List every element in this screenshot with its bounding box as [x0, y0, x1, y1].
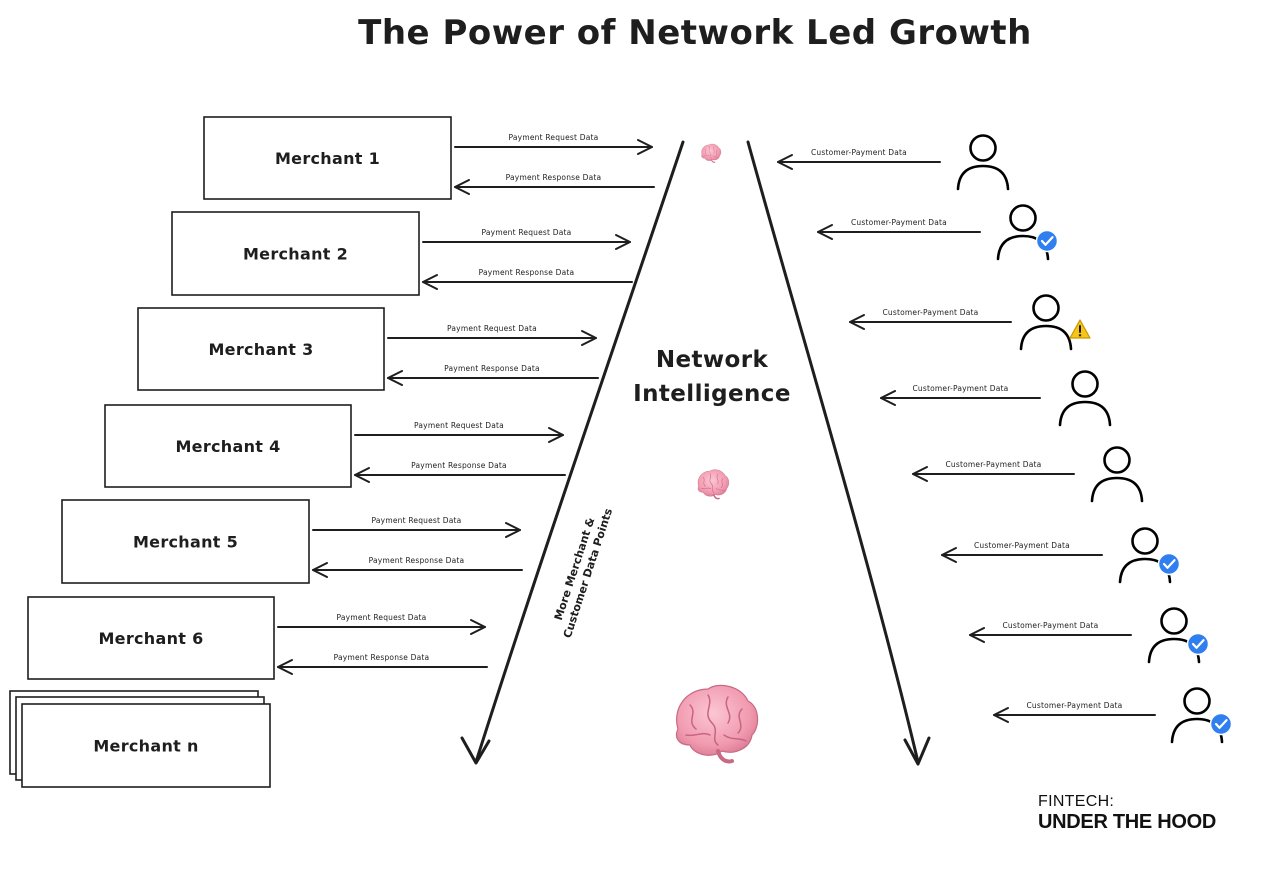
fintech-logo: FINTECH: UNDER THE HOOD — [1038, 793, 1248, 833]
arrow-head-left — [817, 224, 833, 240]
merchant-box — [21, 703, 271, 788]
payment-request-label: Payment Request Data — [414, 421, 504, 430]
arrow-head-left — [387, 370, 403, 386]
customer-payment-label: Customer-Payment Data — [811, 148, 907, 157]
merchant-box — [61, 499, 310, 584]
merchant-box — [104, 404, 352, 488]
payment-response-label: Payment Response Data — [369, 556, 465, 565]
customer-payment-label: Customer-Payment Data — [974, 541, 1070, 550]
arrow-head-left — [880, 390, 896, 406]
merchant-box — [203, 116, 452, 200]
verified-badge-icon — [1186, 632, 1210, 656]
logo-line-2: UNDER THE HOOD — [1038, 811, 1217, 833]
merchant-label: Merchant 3 — [208, 340, 313, 359]
merchant-label: Merchant 2 — [243, 245, 348, 264]
verified-badge-icon — [1035, 229, 1059, 253]
customer-payment-label: Customer-Payment Data — [913, 384, 1009, 393]
arrow-head-left — [912, 466, 928, 482]
brain-icon-medium — [697, 468, 730, 500]
customer-payment-label: Customer-Payment Data — [946, 460, 1042, 469]
user-icon — [956, 134, 1010, 191]
funnel-left-arrow-head — [460, 736, 491, 765]
arrow-head-left — [454, 179, 470, 195]
merchant-label: Merchant 1 — [275, 149, 380, 168]
merchant-7: Merchant n — [9, 690, 271, 788]
arrow-head-left — [422, 274, 438, 290]
user-icon — [1019, 294, 1073, 351]
warning-badge-icon — [1069, 319, 1091, 339]
customer-8: Customer-Payment Data — [993, 687, 1233, 744]
funnel-right-line — [746, 140, 920, 764]
customer-7: Customer-Payment Data — [969, 607, 1210, 664]
arrow-head-right — [637, 139, 653, 155]
payment-response-label: Payment Response Data — [334, 653, 430, 662]
page-title: The Power of Network Led Growth — [358, 13, 1032, 53]
arrow-head-right — [548, 427, 564, 443]
customer-payment-label: Customer-Payment Data — [1003, 621, 1099, 630]
arrow-head-right — [470, 619, 486, 635]
customer-1: Customer-Payment Data — [777, 134, 1010, 191]
verified-badge-icon — [1157, 552, 1181, 576]
payment-request-label: Payment Request Data — [482, 228, 572, 237]
payment-response-label: Payment Response Data — [506, 173, 602, 182]
customer-2: Customer-Payment Data — [817, 204, 1059, 261]
arrow-head-left — [312, 562, 328, 578]
arrow-head-left — [849, 314, 865, 330]
arrow-head-right — [615, 234, 631, 250]
user-icon — [1058, 370, 1112, 427]
payment-request-label: Payment Request Data — [509, 133, 599, 142]
customer-4: Customer-Payment Data — [880, 370, 1112, 427]
logo-line-1: FINTECH: — [1038, 793, 1115, 810]
payment-request-label: Payment Request Data — [447, 324, 537, 333]
arrow-head-left — [941, 547, 957, 563]
merchant-label: Merchant n — [93, 737, 198, 756]
payment-response-label: Payment Response Data — [411, 461, 507, 470]
funnel-right-arrow-head — [903, 736, 931, 766]
verified-badge-icon — [1209, 712, 1233, 736]
arrow-head-left — [969, 627, 985, 643]
funnel-left-line — [474, 140, 685, 764]
user-icon — [1090, 446, 1144, 503]
brain-icon-small — [701, 143, 722, 163]
merchant-label: Merchant 5 — [133, 533, 238, 552]
customer-payment-label: Customer-Payment Data — [1027, 701, 1123, 710]
merchant-box — [171, 211, 420, 296]
brain-icon-large — [674, 683, 760, 764]
merchant-box — [137, 307, 385, 391]
merchant-label: Merchant 4 — [175, 437, 280, 456]
payment-response-label: Payment Response Data — [444, 364, 540, 373]
customer-5: Customer-Payment Data — [912, 446, 1144, 503]
arrow-head-left — [277, 659, 293, 675]
arrow-head-left — [993, 707, 1009, 723]
customer-payment-label: Customer-Payment Data — [851, 218, 947, 227]
arrow-head-right — [505, 522, 521, 538]
merchant-label: Merchant 6 — [98, 629, 203, 648]
payment-response-label: Payment Response Data — [479, 268, 575, 277]
arrow-head-left — [777, 154, 793, 170]
merchant-box — [27, 596, 275, 680]
arrow-head-right — [581, 330, 597, 346]
customer-3: Customer-Payment Data — [849, 294, 1091, 351]
payment-request-label: Payment Request Data — [372, 516, 462, 525]
arrow-head-left — [354, 467, 370, 483]
customer-6: Customer-Payment Data — [941, 527, 1181, 584]
more-data-points-label: More Merchant &Customer Data Points — [548, 502, 616, 640]
customer-payment-label: Customer-Payment Data — [883, 308, 979, 317]
payment-request-label: Payment Request Data — [337, 613, 427, 622]
